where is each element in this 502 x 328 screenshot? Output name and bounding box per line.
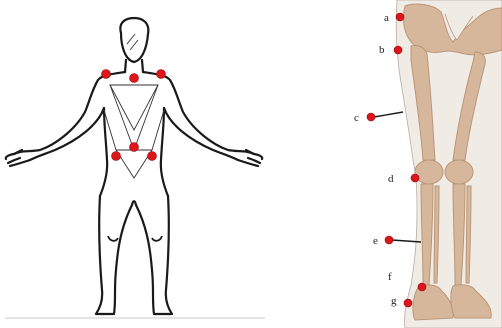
marker-right-hip (148, 152, 157, 161)
left-knee-mark (108, 236, 118, 241)
crotch-outline (132, 201, 136, 205)
body-outline-figure-panel (0, 0, 270, 328)
marker-left-shoulder (102, 70, 111, 79)
label-b: b (379, 44, 385, 56)
legs-outline (96, 196, 172, 314)
label-g: g (391, 295, 397, 307)
left-knee (415, 160, 443, 184)
right-knee-mark (152, 236, 162, 241)
lower-torso-triangle (116, 150, 152, 178)
marker-c (367, 113, 375, 121)
marker-left-hip (112, 152, 121, 161)
label-a: a (384, 12, 389, 24)
label-d: d (388, 173, 394, 185)
head-outline (120, 18, 148, 62)
lower-limb-skeleton: a b c d e f g (345, 0, 502, 328)
label-c: c (354, 112, 359, 124)
label-f: f (388, 271, 392, 283)
label-e: e (373, 235, 378, 247)
inner-arms-outline (30, 108, 238, 160)
torso-sides-outline (100, 108, 168, 196)
pointer-line-c (374, 112, 403, 117)
marker-center-torso (130, 143, 139, 152)
face-lines (127, 34, 138, 50)
marker-f (418, 283, 426, 291)
right-hand-outline (238, 150, 262, 166)
upper-torso-triangle (110, 85, 158, 130)
marker-a (396, 13, 404, 21)
left-hand-outline (6, 150, 30, 166)
marker-right-shoulder (157, 70, 166, 79)
lower-limb-skeleton-panel: a b c d e f g (345, 0, 502, 328)
right-knee (445, 160, 473, 184)
marker-e (385, 236, 393, 244)
marker-neck (130, 74, 139, 83)
shoulders-arms-outline (14, 72, 254, 154)
body-outline-figure (0, 0, 270, 328)
marker-d (411, 174, 419, 182)
marker-b (394, 46, 402, 54)
torso-cross-lines (110, 85, 158, 150)
marker-g (404, 299, 412, 307)
